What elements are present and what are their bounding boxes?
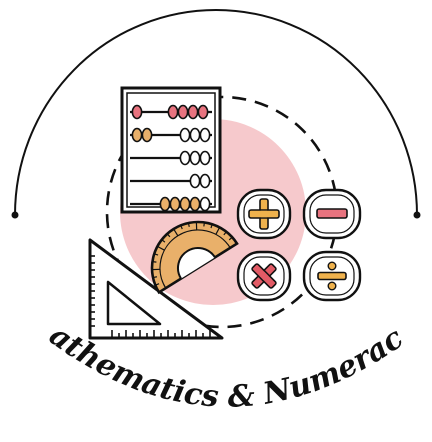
abacus-bead <box>177 104 189 120</box>
protractor-tick <box>180 225 183 230</box>
protractor-tick <box>187 222 190 228</box>
abacus-bead <box>189 196 201 212</box>
abacus-bead <box>179 150 191 166</box>
abacus-bead <box>199 150 211 166</box>
abacus-bead <box>169 196 181 212</box>
protractor-tick <box>203 222 205 227</box>
protractor-tick <box>195 222 198 231</box>
protractor-tick <box>173 228 179 237</box>
protractor-tick <box>228 236 233 241</box>
protractor-tick <box>166 233 171 238</box>
abacus-bead <box>187 104 199 120</box>
abacus-bead <box>197 104 209 120</box>
abacus-bead <box>159 196 171 212</box>
multiply-icon <box>236 250 292 302</box>
protractor-icon <box>150 220 239 295</box>
abacus-bead <box>179 127 191 143</box>
minus-icon <box>302 188 362 240</box>
abacus-bead <box>141 127 153 143</box>
protractor-tick <box>155 283 160 286</box>
abacus-bead <box>189 127 201 143</box>
abacus-bead <box>131 127 143 143</box>
abacus-icon <box>120 86 222 214</box>
protractor-tick <box>152 268 161 271</box>
abacus-bead <box>199 173 211 189</box>
protractor-tick <box>223 231 227 236</box>
arc-left-dot <box>11 211 19 219</box>
protractor-tick <box>154 253 159 256</box>
protractor-tick <box>157 245 165 251</box>
abacus-bead <box>199 196 211 212</box>
protractor-tick <box>152 276 158 279</box>
abacus-bead <box>131 104 143 120</box>
outer-arc <box>14 9 418 216</box>
abacus-bead <box>189 173 201 189</box>
abacus-bead <box>179 196 191 212</box>
divide-icon <box>302 250 362 302</box>
protractor-tick <box>152 261 157 263</box>
plus-icon <box>236 188 292 240</box>
protractor-tick <box>215 227 221 235</box>
arc-right-dot <box>413 211 421 219</box>
abacus-bead <box>167 104 179 120</box>
protractor-tick <box>210 224 213 229</box>
abacus-bead <box>199 127 211 143</box>
protractor-tick <box>161 239 166 243</box>
abacus-bead <box>189 150 201 166</box>
